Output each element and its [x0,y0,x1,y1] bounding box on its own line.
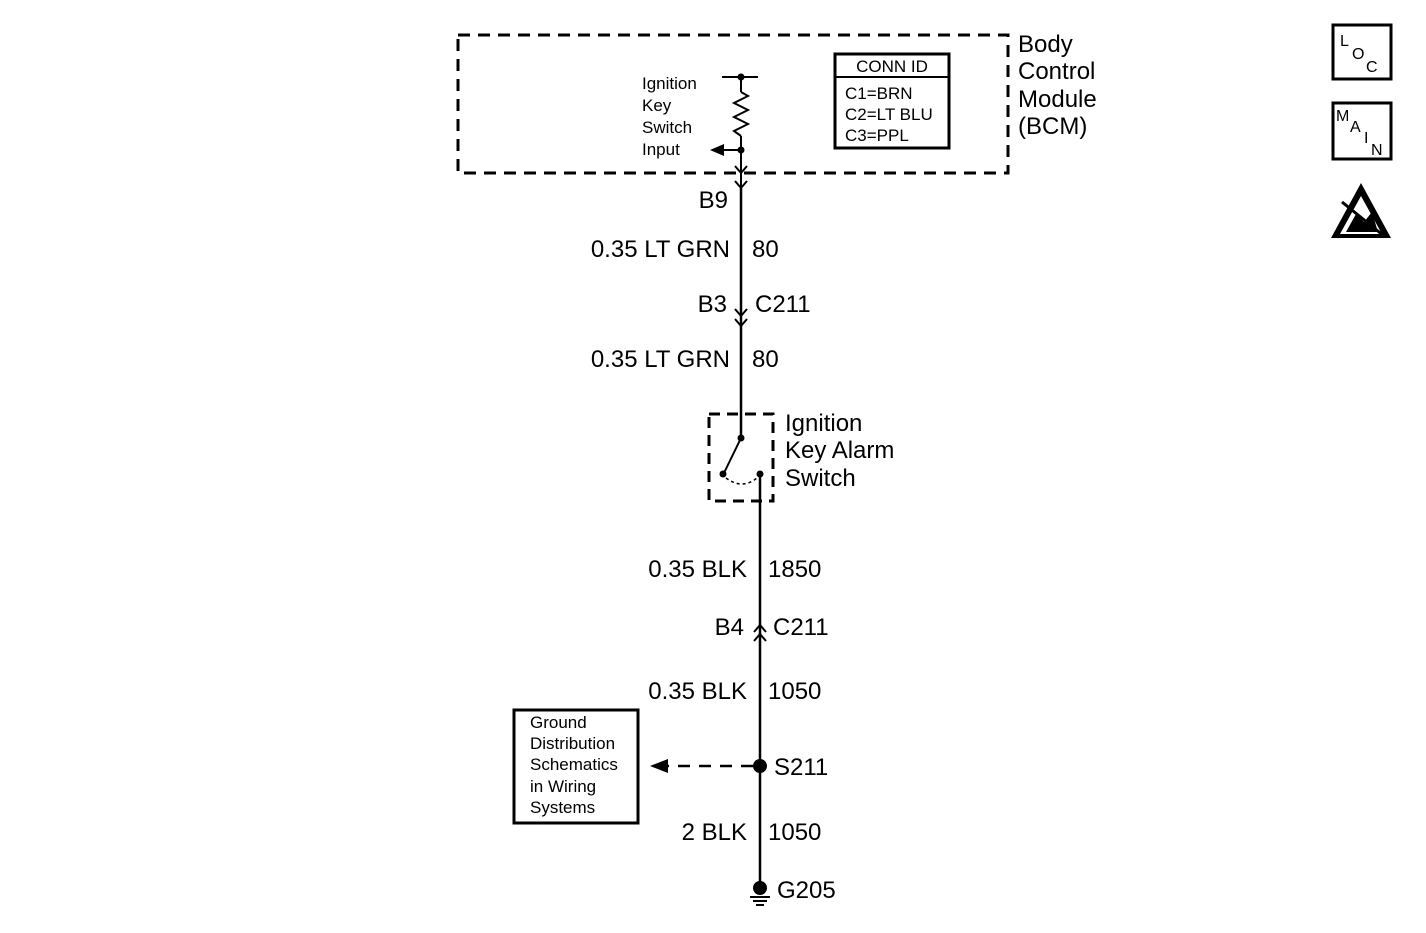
main-icon-char-4: N [1371,142,1383,159]
switch-name-line-1: Ignition [785,410,862,437]
ground-ref-line-5: Systems [530,798,595,817]
conn-id-row-2: C2=LT BLU [845,105,933,124]
connector-c211-lower-name: C211 [773,614,829,641]
wire-seg5-gauge-color: 2 BLK [682,819,747,846]
wire-seg2-circuit: 80 [752,346,779,373]
wire-seg3-circuit: 1850 [768,556,821,583]
wire-seg4-gauge-color: 0.35 BLK [648,678,747,705]
connector-c211-upper [734,308,748,328]
bcm-input-label-line-4: Input [642,140,680,159]
bcm-name-line-1: Body [1018,31,1073,58]
ground-g205-symbol [750,881,770,906]
ground-distribution-reference: Ground Distribution Schematics in Wiring… [512,708,640,825]
bcm-pullup-resistor [710,73,758,186]
bcm-input-label-line-1: Ignition [642,74,697,93]
wire-seg4-circuit: 1050 [768,678,821,705]
wire-seg2-gauge-color: 0.35 LT GRN [591,346,730,373]
main-icon-char-2: A [1350,119,1361,136]
switch-name-line-2: Key Alarm [785,437,894,464]
loc-icon-char-1: L [1340,33,1349,50]
pin-b9-label: B9 [699,187,728,214]
ground-ref-line-4: in Wiring [530,777,596,796]
main-icon-char-1: M [1336,108,1349,125]
conn-id-box: CONN ID C1=BRN C2=LT BLU C3=PPL [833,52,951,150]
connector-c211-upper-pin: B3 [698,291,727,318]
conn-id-row-1: C1=BRN [845,84,913,103]
wire-seg5-circuit: 1050 [768,819,821,846]
ground-ref-line-1: Ground [530,713,587,732]
wire-seg1-circuit: 80 [752,236,779,263]
ground-ref-line-2: Distribution [530,734,615,753]
wire-seg1-gauge-color: 0.35 LT GRN [591,236,730,263]
bcm-name-line-3: Module [1018,86,1097,113]
bcm-name-line-4: (BCM) [1018,113,1087,140]
bcm-input-label-line-2: Key [642,96,672,115]
esd-warning-icon[interactable] [1331,183,1391,238]
connector-c211-upper-name: C211 [755,291,811,318]
bcm-input-label-line-3: Switch [642,118,692,137]
ignition-key-alarm-switch [707,412,775,503]
ground-g205-label: G205 [777,877,836,904]
bcm-dashed-box [456,33,1010,175]
loc-icon-char-3: C [1366,59,1378,76]
connector-c211-lower-pin: B4 [715,614,744,641]
ground-ref-line-3: Schematics [530,755,618,774]
splice-s211-label: S211 [774,754,828,781]
wire-seg3-gauge-color: 0.35 BLK [648,556,747,583]
bcm-name-line-2: Control [1018,58,1095,85]
loc-icon-char-2: O [1352,46,1364,63]
bcm-component: Body Control Module (BCM) CONN ID C1=BRN… [456,31,1097,190]
connector-c211-lower [753,623,767,642]
conn-id-title: CONN ID [856,57,928,76]
main-icon-char-3: I [1364,130,1368,147]
bcm-pin-b9-symbol [734,165,748,175]
conn-id-row-3: C3=PPL [845,126,909,145]
loc-icon[interactable]: L O C [1331,23,1393,81]
splice-s211 [650,759,767,773]
switch-name-line-3: Switch [785,465,856,492]
main-icon[interactable]: M A I N [1331,101,1393,161]
